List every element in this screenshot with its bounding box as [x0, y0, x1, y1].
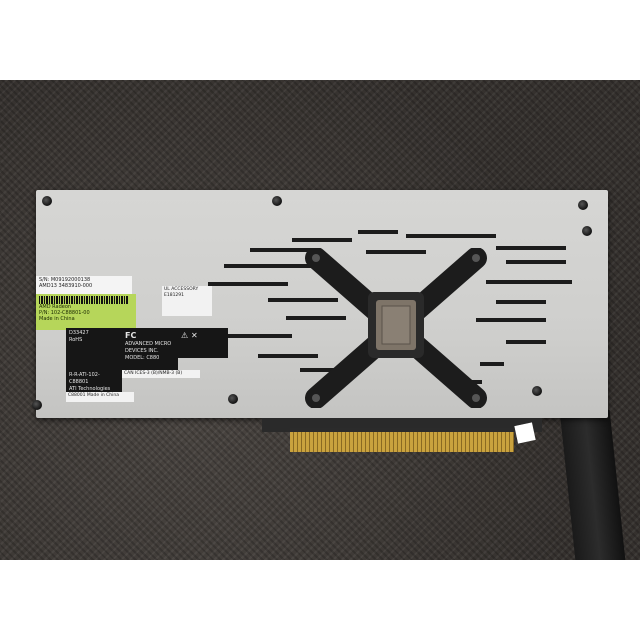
vent-slot: [358, 230, 398, 234]
part-number: AMD13 3483910-000: [39, 283, 93, 289]
compliance-code: D33427: [69, 330, 89, 336]
fcc-model: MODEL: C880: [125, 355, 160, 362]
screw-icon: [228, 394, 238, 404]
barcode: [39, 296, 129, 304]
fcc-company: ADVANCED MICRO DEVICES INC.: [125, 341, 172, 355]
vent-slot: [224, 264, 314, 268]
vent-slot: [366, 250, 426, 254]
vent-slot: [292, 238, 352, 242]
bottom-label: C88001 Made in China: [66, 392, 134, 402]
vent-slot: [496, 300, 546, 304]
bottom-made: Made in China: [86, 393, 119, 398]
serial-label: S/N: M09192000138 AMD13 3483910-000: [36, 276, 132, 294]
korea-label: R-R-ATI-102-C88801 ATI Technologies ULC …: [66, 370, 122, 399]
screw-icon: [42, 196, 52, 206]
ul-code: E181291: [164, 292, 185, 298]
canics-text: CAN ICES-3 (B)/NMB-3 (B): [124, 371, 183, 376]
product-part-number: P/N: 102-C88801-00: [39, 310, 90, 316]
vent-slot: [486, 280, 572, 284]
vent-slot: [268, 298, 338, 302]
vent-slot: [506, 340, 546, 344]
vent-slot: [250, 248, 320, 252]
kr-code: R-R-ATI-102-C88801: [69, 372, 100, 385]
vent-slot: [480, 362, 504, 366]
ul-label: UL ACCESSORY E181291: [162, 286, 212, 316]
photo: S/N: M09192000138 AMD13 3483910-000 AMD …: [0, 80, 640, 560]
compliance-block-symbols: ⚠ ✕: [178, 328, 228, 358]
fcc-logo: FC: [125, 331, 137, 340]
gpu-retention-bracket: [305, 248, 487, 408]
vent-slot: [208, 282, 288, 286]
screw-icon: [532, 386, 542, 396]
serial-number: S/N: M09192000138: [39, 277, 91, 283]
vent-slot: [496, 246, 566, 250]
canics-label: CAN ICES-3 (B)/NMB-3 (B): [122, 370, 200, 378]
rohs-mark: RoHS: [69, 337, 83, 343]
product-label: AMD Radeon P/N: 102-C88801-00 Made in Ch…: [36, 294, 136, 330]
pcie-connector: [290, 428, 514, 452]
vent-slot: [300, 368, 340, 372]
ul-mark: UL ACCESSORY: [164, 287, 199, 292]
qr-code: [514, 422, 536, 444]
io-bracket: [559, 410, 627, 560]
compliance-block-fcc: FC ADVANCED MICRO DEVICES INC. MODEL: C8…: [122, 328, 178, 370]
vent-slot: [222, 334, 292, 338]
vent-slot: [258, 354, 318, 358]
screw-icon: [272, 196, 282, 206]
vent-slot: [506, 260, 566, 264]
screw-icon: [582, 226, 592, 236]
made-in-label: Made in China: [39, 316, 75, 322]
vent-slot: [286, 316, 346, 320]
weee-icon: ⚠ ✕: [181, 331, 198, 340]
screw-icon: [32, 400, 42, 410]
screw-icon: [578, 200, 588, 210]
bottom-model: C88001: [68, 393, 86, 398]
product-brand: AMD Radeon: [39, 304, 72, 310]
compliance-block-left: D33427 RoHS: [66, 328, 122, 370]
vent-slot: [476, 318, 546, 322]
vent-slot: [406, 234, 496, 238]
